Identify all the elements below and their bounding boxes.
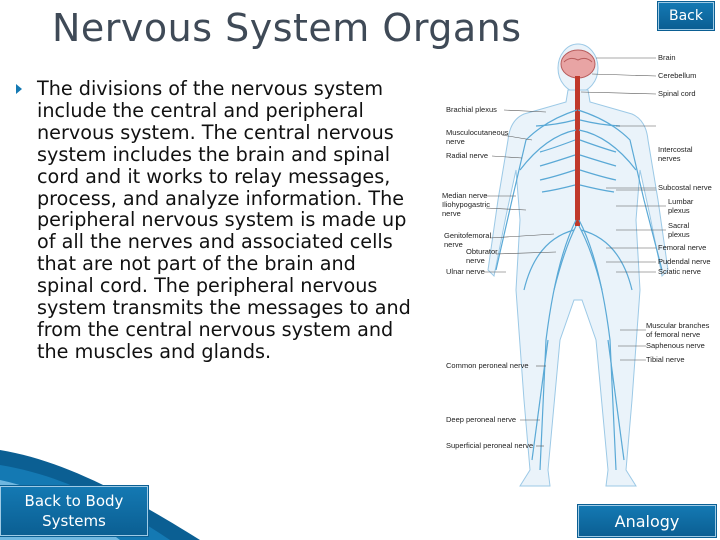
label-musculo-2: nerve (446, 137, 465, 146)
label-ilio: Iliohypogastric (442, 200, 490, 209)
back-button[interactable]: Back (658, 2, 714, 30)
label-ulnar: Ulnar nerve (446, 267, 485, 276)
label-musculo: Musculocutaneous (446, 128, 509, 137)
label-tibial: Tibial nerve (646, 355, 685, 364)
label-lumbar-2: plexus (668, 206, 690, 215)
label-sacral: Sacral (668, 221, 690, 230)
back-to-body-systems-button[interactable]: Back to Body Systems (0, 486, 148, 536)
label-superficial-peroneal: Superficial peroneal nerve (446, 441, 533, 450)
label-obturator: Obturator (466, 247, 498, 256)
label-sciatic: Sciatic nerve (658, 267, 701, 276)
label-brain: Brain (658, 53, 676, 62)
bullet-arrow-icon (16, 84, 22, 94)
label-median: Median nerve (442, 191, 487, 200)
label-femoral: Femoral nerve (658, 243, 706, 252)
label-radial: Radial nerve (446, 151, 488, 160)
label-lumbar: Lumbar (668, 197, 694, 206)
label-obturator-2: nerve (466, 256, 485, 265)
label-muscular-2: of femoral nerve (646, 330, 700, 339)
nervous-system-diagram: Brain Cerebellum Spinal cord Intercostal… (442, 43, 712, 487)
label-genito-2: nerve (444, 240, 463, 249)
label-pudendal: Pudendal nerve (658, 257, 711, 266)
label-genito: Genitofemoral (444, 231, 491, 240)
label-brachial: Brachial plexus (446, 105, 497, 114)
label-spinal-cord: Spinal cord (658, 89, 696, 98)
label-subcostal: Subcostal nerve (658, 183, 712, 192)
label-ilio-2: nerve (442, 209, 461, 218)
label-muscular: Muscular branches (646, 321, 710, 330)
analogy-button[interactable]: Analogy (578, 505, 716, 537)
label-deep-peroneal: Deep peroneal nerve (446, 415, 516, 424)
bullet-text: The divisions of the nervous system incl… (37, 77, 411, 363)
slide-title: Nervous System Organs (52, 6, 522, 50)
label-saphenous: Saphenous nerve (646, 341, 705, 350)
label-cerebellum: Cerebellum (658, 71, 696, 80)
label-sacral-2: plexus (668, 230, 690, 239)
label-common-peroneal: Common peroneal nerve (446, 361, 529, 370)
label-intercostal: Intercostal (658, 145, 693, 154)
label-intercostal-2: nerves (658, 154, 681, 163)
bullet-list: The divisions of the nervous system incl… (16, 78, 416, 363)
